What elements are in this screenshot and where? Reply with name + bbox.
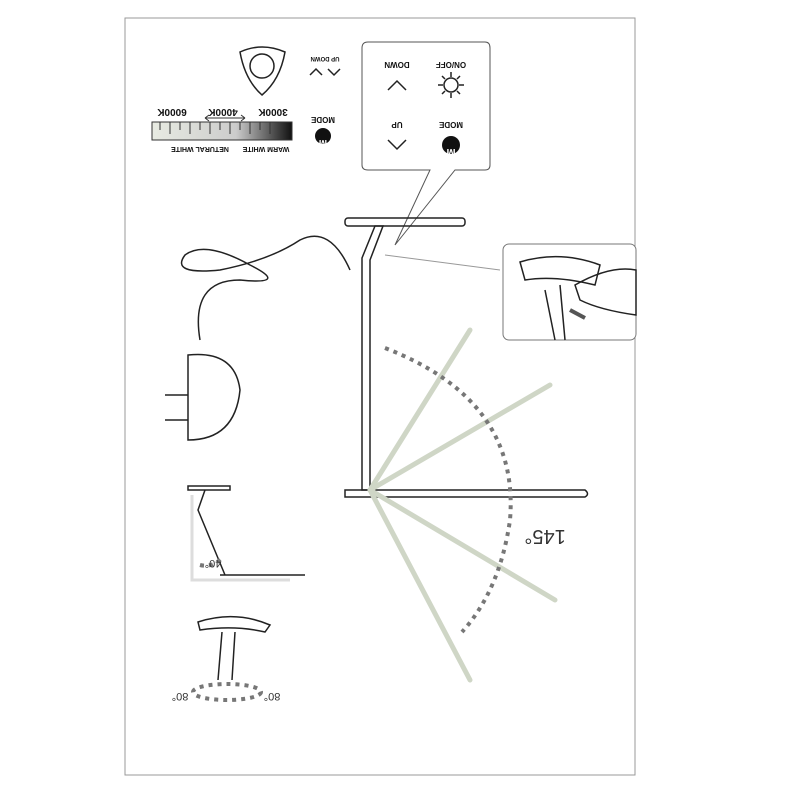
color-temperature-scale [151, 114, 293, 141]
power-adapter [165, 235, 351, 441]
down-label: DOWN [384, 60, 410, 69]
svg-text:M: M [319, 137, 327, 148]
temp-3000k: 3000K [257, 106, 287, 117]
small-up-down-label: UP DOWN [311, 55, 340, 61]
ghost-arm-positions [367, 327, 558, 683]
up-arrow-icon [387, 139, 407, 151]
up-label: UP [391, 120, 403, 129]
temp-4000k: 4000K [207, 106, 237, 117]
touch-sensor-icon [239, 46, 286, 96]
mode-icon [315, 128, 331, 144]
arm-angle-label: 40° [205, 557, 222, 569]
onoff-label: ON/OFF [436, 60, 466, 69]
touch-inset [502, 243, 637, 341]
panel-mode-icon [442, 136, 460, 154]
svg-text:M: M [446, 146, 455, 158]
tilt-angle-label: 145° [524, 525, 565, 547]
temp-6000k: 6000K [156, 106, 186, 117]
arm-angle-diagram [187, 485, 305, 582]
rotation-arc-arrow [384, 346, 513, 634]
down-arrow-icon [387, 79, 407, 91]
sun-icon [438, 72, 464, 98]
natural-white-label: NETURAL WHITE [171, 145, 229, 152]
small-arrows-icon [309, 67, 341, 77]
rotate-left-label: 80° [172, 690, 189, 702]
panel-mode-label: MODE [438, 120, 463, 129]
rotate-right-label: 80° [264, 690, 281, 702]
head-rotation-diagram [191, 615, 272, 702]
mode-label: MODE [310, 115, 335, 124]
warm-white-label: WARM WHITE [242, 145, 289, 152]
